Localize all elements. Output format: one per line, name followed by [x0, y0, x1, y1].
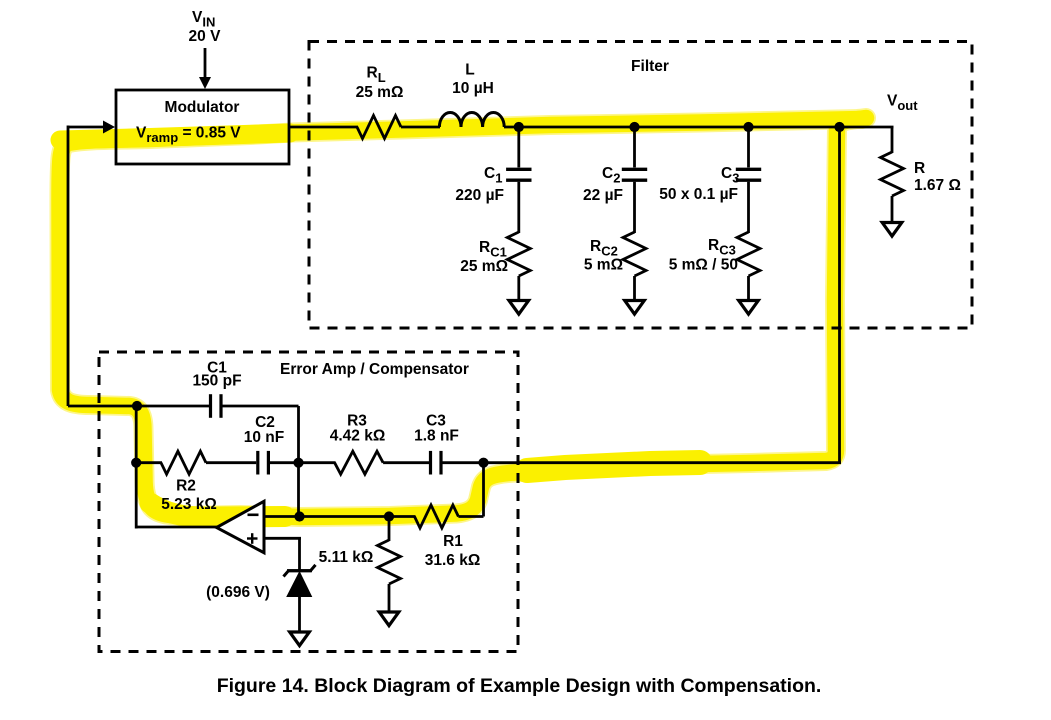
svg-text:5.23 kΩ: 5.23 kΩ	[161, 496, 217, 513]
svg-text:5 mΩ: 5 mΩ	[584, 257, 623, 274]
svg-text:25 mΩ: 25 mΩ	[460, 258, 508, 275]
svg-text:10 nF: 10 nF	[244, 429, 284, 446]
svg-text:1.67 Ω: 1.67 Ω	[914, 177, 961, 194]
svg-text:RC2: RC2	[590, 238, 618, 259]
svg-text:20 V: 20 V	[189, 28, 222, 45]
svg-text:RC1: RC1	[479, 239, 507, 260]
svg-text:5.11 kΩ: 5.11 kΩ	[319, 549, 374, 566]
svg-text:50 x 0.1 µF: 50 x 0.1 µF	[659, 186, 738, 203]
svg-text:R3: R3	[347, 413, 367, 430]
svg-text:C1: C1	[484, 165, 502, 186]
svg-text:Filter: Filter	[631, 58, 669, 75]
svg-text:25 mΩ: 25 mΩ	[356, 84, 404, 101]
svg-text:(0.696 V): (0.696 V)	[206, 584, 270, 601]
svg-text:31.6 kΩ: 31.6 kΩ	[425, 552, 481, 569]
svg-text:C1: C1	[207, 360, 227, 377]
svg-text:Error Amp / Compensator: Error Amp / Compensator	[280, 361, 469, 378]
svg-text:10 µH: 10 µH	[452, 80, 494, 97]
svg-text:Figure 14. Block Diagram of Ex: Figure 14. Block Diagram of Example Desi…	[217, 675, 822, 697]
svg-text:R1: R1	[443, 533, 463, 550]
svg-text:150 pF: 150 pF	[192, 373, 241, 390]
svg-text:Modulator: Modulator	[165, 99, 240, 116]
svg-text:5 mΩ / 50: 5 mΩ / 50	[669, 257, 738, 274]
svg-text:R: R	[914, 160, 925, 177]
svg-text:Vramp = 0.85 V: Vramp = 0.85 V	[136, 125, 241, 146]
svg-text:C3: C3	[721, 165, 739, 186]
svg-text:22 µF: 22 µF	[583, 187, 623, 204]
svg-text:R2: R2	[176, 478, 196, 495]
svg-text:C2: C2	[602, 165, 620, 186]
svg-text:RC3: RC3	[708, 237, 736, 258]
svg-text:L: L	[465, 62, 474, 79]
svg-text:Vout: Vout	[887, 93, 918, 114]
svg-text:VIN: VIN	[192, 9, 215, 30]
svg-text:1.8 nF: 1.8 nF	[414, 428, 459, 445]
svg-text:C2: C2	[255, 414, 275, 431]
svg-text:220 µF: 220 µF	[455, 187, 504, 204]
svg-text:RL: RL	[367, 65, 386, 86]
svg-text:C3: C3	[426, 413, 446, 430]
svg-text:4.42 kΩ: 4.42 kΩ	[330, 428, 386, 445]
